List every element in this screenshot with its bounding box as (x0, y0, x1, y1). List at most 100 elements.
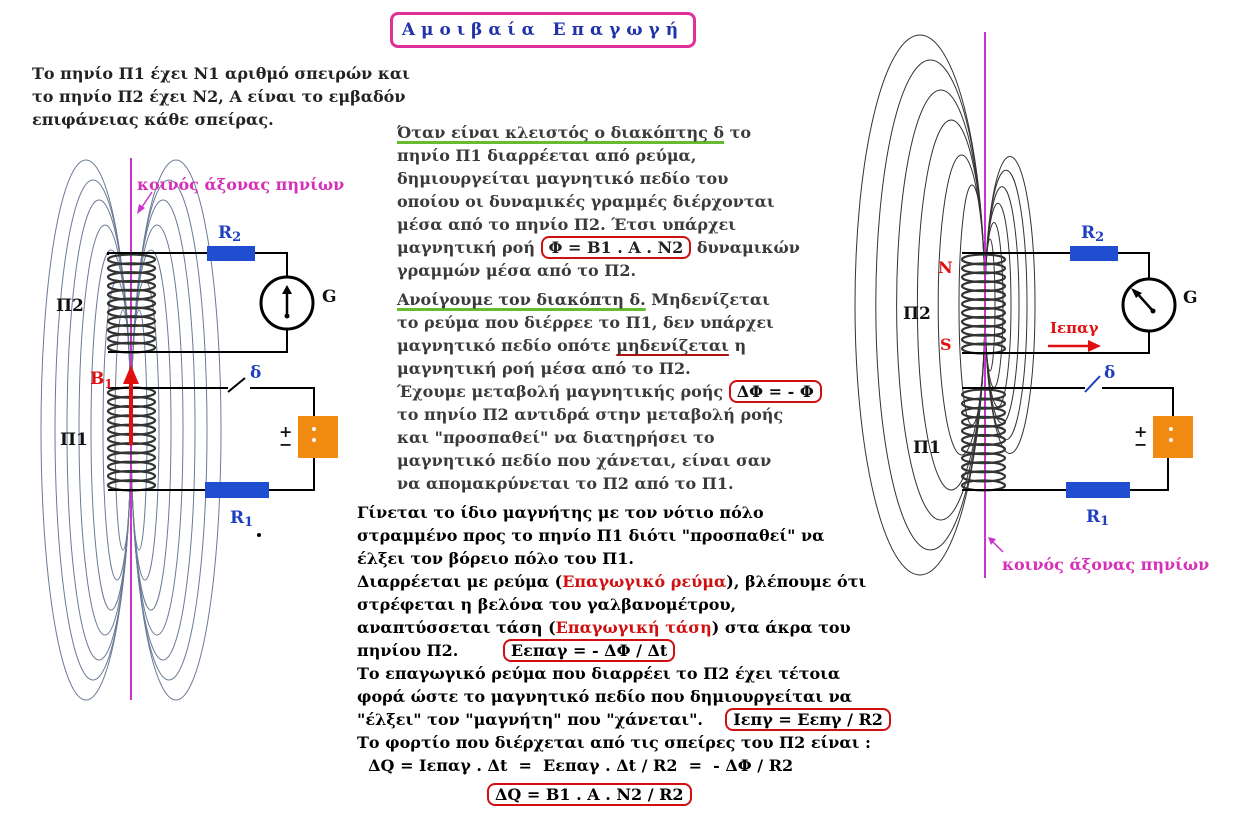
result-line: στρέφεται η βελόνα του γαλβανομέτρου, (357, 595, 737, 614)
left-battery (298, 416, 338, 458)
right-circuit-diagram: κοινός άξονας πηνίων Π2 Π1 N S R2 R1 G δ… (854, 32, 1209, 578)
field-line (130, 199, 196, 661)
closed-line: μαγνητική ροή Φ = Β1 . Α . Ν2 δυναμικών (397, 236, 800, 259)
result-line: "έλξει" τον "μαγνήτη" που "χάνεται". Ιεπ… (357, 708, 891, 731)
opened-line: να απομακρύνεται το Π2 από το Π1. (397, 474, 734, 493)
current-formula: Ιεπγ = Εεπγ / R2 (725, 708, 891, 731)
right-switch-delta (1084, 375, 1101, 393)
left-battery-plus: + (279, 422, 292, 441)
left-delta-label: δ (250, 363, 261, 383)
page-title: Αμοιβαία Επαγωγή (390, 12, 696, 48)
opened-line-tail: Μηδενίζεται (645, 290, 770, 309)
right-r1-label: R1 (1086, 507, 1109, 529)
opened-line-head: Έχουμε μεταβολή μαγνητικής ροής (397, 382, 729, 401)
left-battery-terminal-top (312, 427, 316, 431)
right-p1-label: Π1 (913, 438, 941, 458)
left-p2-label: Π2 (56, 296, 84, 316)
result-paragraph: Γίνεται το ίδιο μαγνήτης με τον νότιο πό… (357, 501, 891, 806)
right-induced-current-label: Ιεπαγ (1050, 319, 1099, 337)
right-resistor-r2 (1070, 246, 1118, 261)
right-battery-terminal-top (1169, 427, 1173, 431)
opened-switch-paragraph: Ανοίγουμε τον διακόπτη δ. Μηδενίζεται το… (397, 288, 822, 495)
right-battery-plus: + (1134, 422, 1147, 441)
result-line-tail: ) στα άκρα του (711, 618, 851, 637)
result-line-head: "έλξει" τον "μαγνήτη" που "χάνεται". (357, 710, 726, 729)
result-line-tail: ), βλέπουμε ότι (726, 572, 867, 591)
right-battery-minus: − (1134, 435, 1147, 454)
right-coil-p2 (960, 253, 1007, 355)
closed-line: οποίου οι δυναμικές γραμμές διέρχονται (397, 192, 775, 211)
left-b1-arrow-head-icon (123, 365, 139, 384)
charge-formula: ΔQ = Β1 . Α . Ν2 / R2 (487, 783, 692, 806)
result-line: Το επαγωγικό ρεύμα που διαρρέει το Π2 έχ… (357, 664, 841, 683)
left-lower-wire-b (250, 387, 315, 416)
closed-line-head: μαγνητική ροή (397, 238, 541, 257)
left-resistor-r1 (205, 482, 269, 498)
right-upper-wire-bottom (962, 330, 1150, 354)
field-line (130, 249, 172, 611)
field-line (130, 224, 184, 636)
right-g-label: G (1183, 288, 1198, 308)
opened-line: Έχουμε μεταβολή μαγνητικής ροής ΔΦ = - Φ (397, 380, 822, 403)
closed-line-tail: το (724, 123, 752, 142)
result-line: στραμμένο προς το πηνίο Π1 διότι "προσπα… (357, 526, 825, 545)
left-upper-wire-top (107, 252, 288, 279)
flux-formula: Φ = Β1 . Α . Ν2 (540, 236, 692, 259)
left-lower-wire-c (108, 458, 315, 491)
result-line: Διαρρέεται με ρεύμα (Επαγωγικό ρεύμα), β… (357, 570, 891, 593)
opened-line: μαγνητικό πεδίο που χάνεται, είναι σαν (397, 451, 772, 470)
intro-text: Το πηνίο Π1 έχει Ν1 αριθμό σπειρών και τ… (32, 62, 410, 131)
opened-line-tail: η (728, 336, 747, 355)
intro-line: το πηνίο Π2 έχει Ν2, Α είναι το εμβαδόν (32, 87, 406, 106)
opened-line: το πηνίο Π2 αντιδρά στην μεταβολή ροής (397, 405, 784, 424)
right-induced-current-arrow-head-icon (1088, 340, 1101, 352)
left-needle-arrow-icon (282, 285, 292, 294)
left-r1-label: R1 (230, 508, 253, 530)
left-resistor-r2 (207, 246, 255, 261)
left-battery-minus: − (279, 435, 292, 454)
induced-current-term: Επαγωγικό ρεύμα (562, 572, 727, 591)
field-line (90, 249, 132, 611)
left-coil-p2 (106, 253, 157, 354)
result-line: φορά ώστε το μαγνητικό πεδίο που δημιουρ… (357, 687, 852, 706)
opened-heading: Ανοίγουμε τον διακόπτη δ. (397, 290, 646, 309)
closed-line: πηνίο Π1 διαρρέεται από ρεύμα, (397, 146, 697, 165)
delta-flux-formula: ΔΦ = - Φ (728, 380, 822, 403)
opened-line: μαγνητική ροή μέσα από το Π2. (397, 359, 691, 378)
right-north-pole-label: N (938, 258, 953, 277)
closed-line: δημιουργείται μαγνητικό πεδίο του (397, 169, 729, 188)
right-battery (1153, 416, 1193, 458)
left-axis-pointer-head-icon (137, 204, 145, 214)
intro-line: επιφάνειας κάθε σπείρας. (32, 110, 274, 129)
intro-line: Το πηνίο Π1 έχει Ν1 αριθμό σπειρών και (32, 64, 410, 83)
left-circuit-diagram: κοινός άξονας πηνίων Π2 Π1 R2 R1 G δ B1 … (40, 158, 344, 701)
result-line: Το φορτίο που διέρχεται από τις σπείρες … (357, 733, 871, 752)
zeroed-word: μηδενίζεται (616, 336, 729, 355)
result-line-head: αναπτύσσεται τάση ( (357, 618, 556, 637)
right-battery-terminal-bottom (1169, 438, 1173, 442)
left-upper-wire-bottom (108, 328, 288, 353)
right-upper-wire-top (962, 252, 1150, 281)
left-stray-dot (257, 533, 261, 537)
result-line: έλξει τον βόρειο πόλο του Π1. (357, 549, 634, 568)
right-south-pole-label: S (940, 335, 952, 354)
result-line: Γίνεται το ίδιο μαγνήτης με τον νότιο πό… (357, 503, 764, 522)
result-line-head: Διαρρέεται με ρεύμα ( (357, 572, 563, 591)
closed-line: Όταν είναι κλειστός ο διακόπτης δ το (397, 121, 800, 144)
result-line: ΔQ = Ιεπαγ . Δt = Εεπαγ . Δt / R2 = - ΔΦ… (357, 756, 794, 775)
opened-line-head: μαγνητικό πεδίο οπότε (397, 336, 617, 355)
right-lower-wire-b (1102, 387, 1174, 416)
right-delta-label: δ (1104, 363, 1115, 383)
closed-line: γραμμών μέσα από το Π2. (397, 261, 637, 280)
right-needle-arrow-icon (1131, 288, 1142, 298)
left-p1-label: Π1 (60, 430, 88, 450)
emf-formula: Εεπαγ = - ΔΦ / Δt (502, 639, 676, 662)
result-line: ΔQ = Β1 . Α . Ν2 / R2 (357, 783, 891, 806)
result-line-head: πηνίου Π2. (357, 641, 503, 660)
right-needle-pivot (1150, 308, 1156, 314)
opened-line: και "προσπαθεί" να διατηρήσει το (397, 428, 715, 447)
closed-line: μέσα από το πηνίο Π2. Έτσι υπάρχει (397, 215, 736, 234)
left-switch-delta (227, 377, 246, 393)
left-axis-label: κοινός άξονας πηνίων (137, 175, 344, 194)
opened-line: το ρεύμα που διέρρεε το Π1, δεν υπάρχει (397, 313, 774, 332)
